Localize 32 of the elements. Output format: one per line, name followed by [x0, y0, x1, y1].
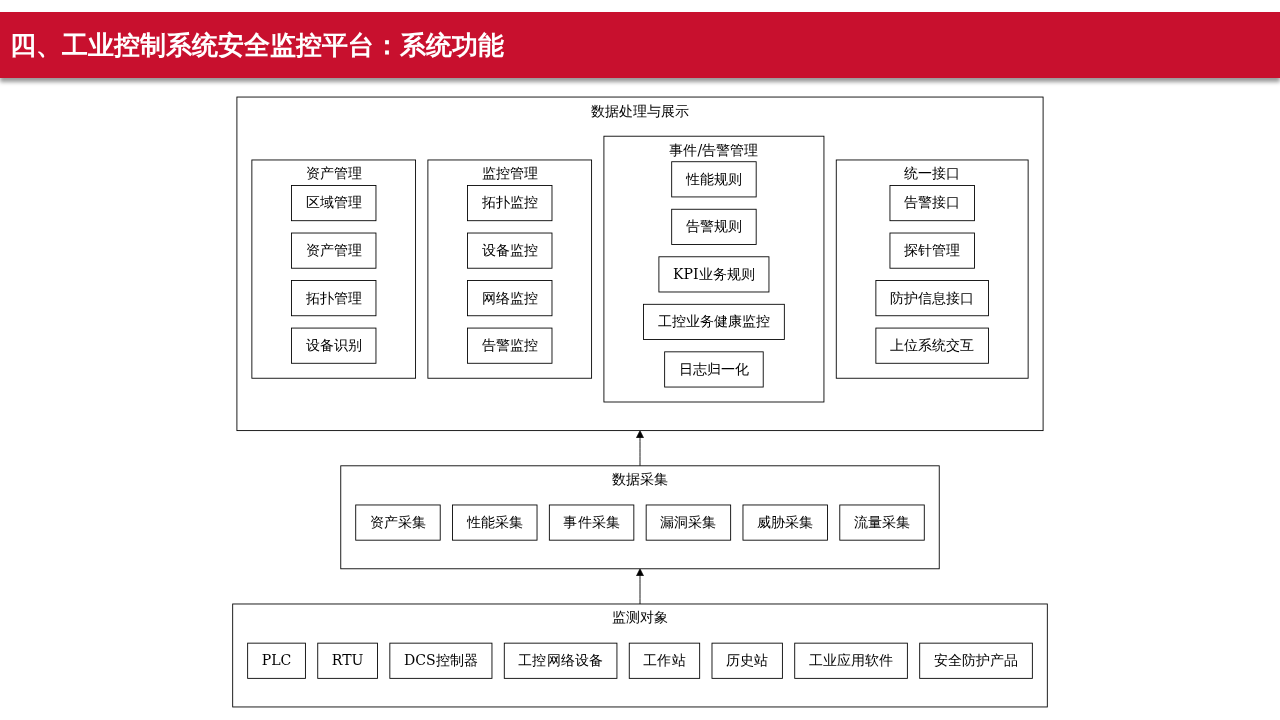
- node-box: 防护信息接口: [875, 280, 989, 317]
- node-box: 安全防护产品: [919, 642, 1033, 679]
- node-box: DCS控制器: [389, 642, 493, 679]
- node-box: 拓扑监控: [467, 185, 553, 222]
- node-box: 工控网络设备: [503, 642, 618, 679]
- node-box: 工作站: [628, 642, 701, 679]
- node-box: 日志归一化: [664, 351, 764, 388]
- node-box: 工业应用软件: [794, 642, 908, 679]
- node-box: 告警监控: [467, 327, 553, 364]
- node-box: 上位系统交互: [875, 327, 989, 364]
- title-bar: 四、工业控制系统安全监控平台：系统功能: [0, 12, 1280, 78]
- node-box: 工控业务健康监控: [643, 303, 785, 340]
- node-box: 性能规则: [671, 161, 757, 198]
- node-box: 资产管理: [291, 232, 377, 269]
- node-box: PLC: [247, 642, 306, 679]
- node-box: 威胁采集: [742, 504, 828, 541]
- node-box: RTU: [317, 642, 378, 679]
- node-box: 历史站: [711, 642, 783, 679]
- node-box: 告警接口: [889, 185, 975, 222]
- node-box: 网络监控: [467, 280, 553, 317]
- node-box: 流量采集: [839, 504, 925, 541]
- node-box: 告警规则: [671, 208, 757, 245]
- node-box: 资产采集: [355, 504, 441, 541]
- node-box: 设备识别: [291, 327, 377, 364]
- node-box: 性能采集: [452, 504, 538, 541]
- node-box: 设备监控: [467, 232, 553, 269]
- node-box: 事件采集: [548, 504, 635, 541]
- node-box: 漏洞采集: [645, 504, 732, 541]
- node-box: 区域管理: [291, 185, 377, 222]
- node-box: 拓扑管理: [291, 280, 377, 317]
- node-box: 探针管理: [889, 232, 975, 269]
- node-box: KPI业务规则: [658, 256, 770, 293]
